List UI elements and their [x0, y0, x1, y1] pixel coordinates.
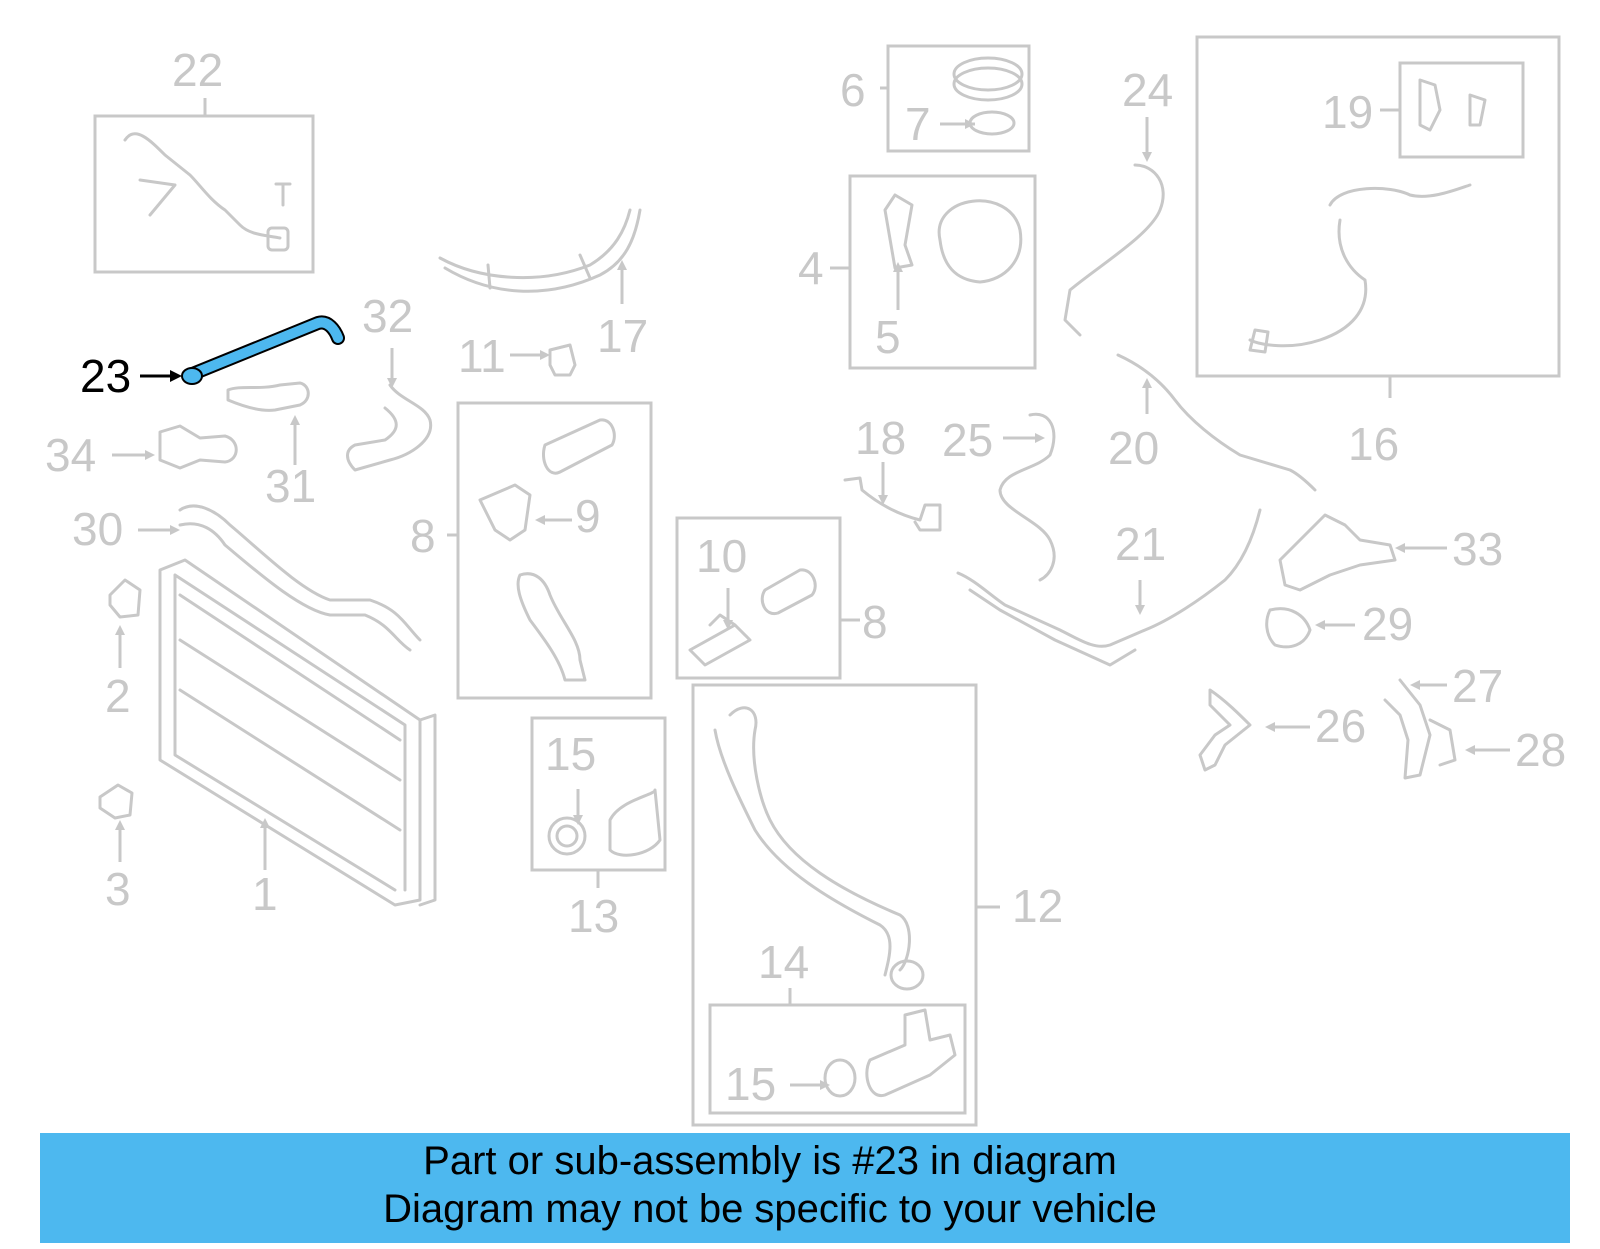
label-32: 32 — [362, 290, 413, 342]
part-1-radiator — [158, 558, 437, 907]
part-3-clip — [98, 783, 134, 820]
banner-line-2: Diagram may not be specific to your vehi… — [383, 1187, 1157, 1231]
label-23: 23 — [80, 350, 131, 402]
label-5: 5 — [875, 311, 901, 363]
part-22-pipe-bracket — [123, 132, 292, 252]
label-20: 20 — [1108, 422, 1159, 474]
part-21-pipe — [956, 508, 1262, 667]
label-11: 11 — [458, 330, 506, 382]
label-26: 26 — [1315, 700, 1366, 752]
group-box-16 — [1195, 35, 1561, 378]
label-1: 1 — [252, 868, 278, 920]
label-12: 12 — [1012, 880, 1063, 932]
label-8-right: 8 — [862, 596, 888, 648]
part-26-hose — [1198, 688, 1252, 772]
label-15-bottom: 15 — [725, 1058, 776, 1110]
group-box-12 — [691, 683, 978, 1127]
group-box-19 — [1398, 61, 1525, 159]
part-31-hose — [226, 381, 310, 412]
label-17: 17 — [597, 310, 648, 362]
label-14: 14 — [758, 936, 809, 988]
part-14-parts — [823, 1008, 957, 1098]
label-24: 24 — [1122, 64, 1173, 116]
part-29-hose — [1265, 607, 1312, 649]
part-34-sensor — [158, 424, 238, 470]
label-6: 6 — [840, 64, 866, 116]
group-box-14 — [708, 1003, 967, 1115]
group-box-8-right — [675, 516, 842, 680]
banner-line-1: Part or sub-assembly is #23 in diagram — [423, 1139, 1117, 1183]
part-30-hose — [178, 504, 422, 652]
part-25-hose — [998, 412, 1056, 582]
label-28: 28 — [1515, 724, 1566, 776]
label-29: 29 — [1362, 598, 1413, 650]
group-box-6 — [886, 44, 1031, 153]
part-12-pipe — [713, 706, 925, 991]
label-10: 10 — [696, 530, 747, 582]
label-7: 7 — [905, 98, 931, 150]
label-21: 21 — [1115, 518, 1166, 570]
part-8-left-parts — [478, 418, 616, 682]
label-27: 27 — [1452, 660, 1503, 712]
leader-23 — [140, 370, 182, 382]
group-box-4 — [848, 174, 1037, 370]
part-23-highlighted-hose — [181, 315, 345, 385]
part-24-hose — [1063, 163, 1165, 337]
label-2: 2 — [105, 670, 131, 722]
label-3: 3 — [105, 863, 131, 915]
part-32-hose — [346, 383, 433, 472]
leader-lines — [112, 86, 1510, 1090]
label-18: 18 — [855, 412, 906, 464]
part-11-plug — [548, 343, 577, 377]
part-16-hose-assembly — [1248, 78, 1487, 354]
part-2-clip — [108, 578, 142, 619]
label-13: 13 — [568, 890, 619, 942]
label-4: 4 — [798, 242, 824, 294]
label-25: 25 — [942, 414, 993, 466]
label-33: 33 — [1452, 523, 1503, 575]
label-31: 31 — [265, 460, 316, 512]
part-33-flange — [1278, 513, 1397, 592]
part-8-right-parts — [688, 568, 817, 667]
label-34: 34 — [45, 429, 96, 481]
part-4-reservoir — [883, 193, 1023, 284]
info-banner: Part or sub-assembly is #23 in diagram D… — [40, 1133, 1570, 1243]
part-17-hose — [438, 208, 642, 293]
label-22: 22 — [172, 44, 223, 96]
part-13-parts — [547, 788, 662, 857]
label-16: 16 — [1348, 418, 1399, 470]
group-box-8-left — [456, 401, 653, 700]
label-9: 9 — [575, 490, 601, 542]
label-8-left: 8 — [410, 510, 436, 562]
part-18-sensor-harness — [843, 476, 942, 532]
label-30: 30 — [72, 503, 123, 555]
part-20-bracket — [1116, 353, 1317, 492]
label-19: 19 — [1322, 86, 1373, 138]
label-15-top: 15 — [545, 728, 596, 780]
part-27-28-hoses — [1383, 678, 1457, 780]
